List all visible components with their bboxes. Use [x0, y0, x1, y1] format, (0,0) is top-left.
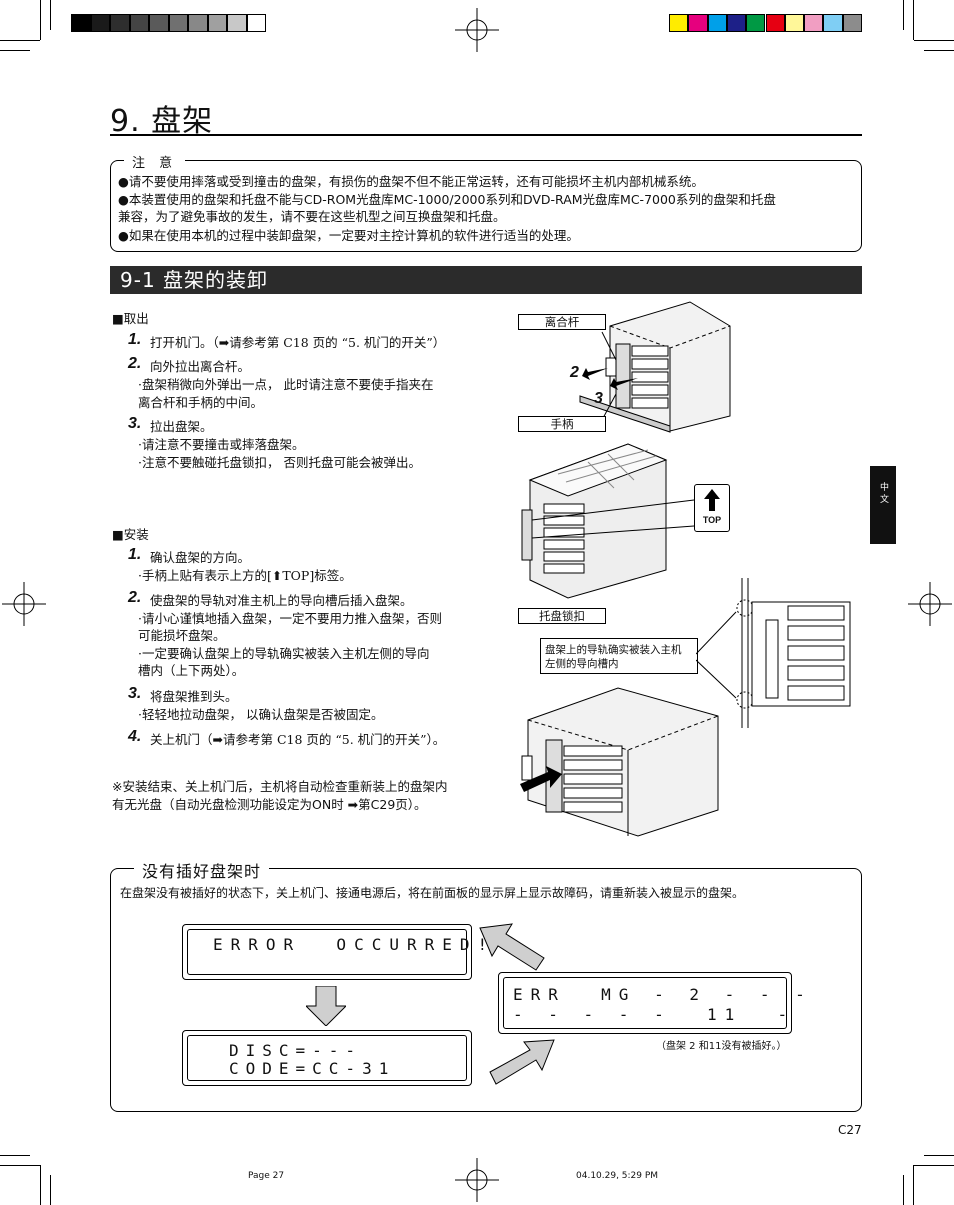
caution-box [110, 160, 862, 252]
page-number: C27 [838, 1123, 862, 1137]
color-swatch [110, 14, 130, 32]
color-swatch [765, 14, 785, 32]
color-swatch [227, 14, 247, 32]
install-heading: ■安装 [112, 527, 149, 542]
lcd-disc-code: DISC=--- CODE=CC-31 [182, 1030, 472, 1086]
step-number: 3. [128, 685, 142, 702]
color-swatch [842, 14, 862, 32]
callout-leader-lines [696, 611, 737, 699]
caution-item: 兼容，为了避免事故的发生，请不要在这些机型之间互换盘架和托盘。 [118, 209, 506, 224]
title-rule [110, 134, 862, 136]
arrow-up-left-icon [479, 923, 545, 971]
step-note: ·请小心谨慎地插入盘架，一定不要用力推入盘架，否则 [138, 611, 442, 626]
step-text: 使盘架的导轨对准主机上的导向槽后插入盘架。 [150, 593, 413, 608]
registration-target-right [908, 582, 952, 626]
color-swatch [784, 14, 805, 32]
step-number: 3. [128, 415, 142, 432]
guide-note-callout: 盘架上的导轨确实被装入主机 左侧的导向槽内 [540, 638, 698, 674]
lcd-caption: （盘架 2 和11没有被插好。） [656, 1041, 787, 1052]
step-note: 离合杆和手柄的中间。 [138, 395, 264, 410]
callout-number: 3 [594, 390, 603, 407]
not-inserted-description: 在盘架没有被插好的状态下，关上机门、接通电源后，将在前面板的显示屏上显示故障码，… [120, 886, 745, 900]
remove-heading: ■取出 [112, 311, 149, 326]
step-number: 1. [128, 546, 142, 563]
language-tab: 中 文 [870, 466, 896, 544]
color-swatch [149, 14, 169, 32]
step-note: 可能损坏盘架。 [138, 628, 226, 643]
color-swatch [188, 14, 208, 32]
arrow-up-right-icon [489, 1039, 555, 1085]
install-footnote: ※安装结束、关上机门后，主机将自动检查重新装上的盘架内 [112, 779, 448, 794]
step-note: ·手柄上贴有表示上方的[⬆TOP]标签。 [138, 568, 352, 583]
step-text: 关上机门（➡请参考第 C18 页的 “5. 机门的开关”）。 [150, 732, 446, 747]
guide-note-line: 左侧的导向槽内 [545, 658, 619, 670]
not-inserted-label: 没有插好盘架时 [134, 858, 270, 882]
registration-target-top [455, 8, 499, 52]
step-note: ·轻轻地拉动盘架， 以确认盘架是否被固定。 [138, 707, 384, 722]
color-swatch [804, 14, 824, 32]
step-number: 2. [128, 589, 142, 606]
lcd-text: DISC=--- [229, 1041, 363, 1060]
magazine-removal-illustration [579, 301, 731, 433]
magazine-insert-illustration [520, 687, 719, 837]
color-swatch [746, 14, 766, 32]
color-swatch [669, 14, 689, 32]
top-label-text: TOP [702, 515, 722, 525]
guide-rail-detail [736, 578, 851, 728]
lcd-text: CODE=CC-31 [229, 1059, 396, 1078]
handle-label: 手柄 [518, 416, 606, 432]
step-note: ·注意不要触碰托盘锁扣， 否则托盘可能会被弹出。 [138, 455, 421, 470]
lcd-text: ERR MG - 2 - - - [513, 985, 813, 1004]
registration-target-left [2, 582, 46, 626]
step-text: 向外拉出离合杆。 [150, 359, 251, 374]
section-title: 9-1 盘架的装卸 [120, 268, 269, 292]
step-number: 4. [128, 728, 142, 745]
callout-number: 2 [570, 364, 579, 381]
color-swatch [823, 14, 843, 32]
step-text: 将盘架推到头。 [150, 689, 238, 704]
lcd-text: - - - - - 11 - [513, 1005, 796, 1024]
color-swatch [688, 14, 708, 32]
caution-item: ●请不要使用摔落或受到撞击的盘架，有损伤的盘架不但不能正常运转，还有可能损坏主机… [118, 174, 704, 189]
arrow-down-icon [306, 986, 346, 1026]
step-number: 1. [128, 331, 142, 348]
section-header: 9-1 盘架的装卸 [110, 266, 862, 294]
step-note: ·请注意不要撞击或摔落盘架。 [138, 437, 305, 452]
lcd-text: ERROR OCCURRED! [213, 935, 496, 954]
language-tab-label: 中 文 [878, 482, 888, 503]
caution-item: ●本装置使用的盘架和托盘不能与CD-ROM光盘库MC-1000/2000系列和D… [118, 192, 776, 207]
tray-lock-label: 托盘锁扣 [518, 608, 606, 624]
lever-label: 离合杆 [518, 314, 606, 330]
footer-left: Page 27 [248, 1171, 285, 1181]
step-note: ·盘架稍微向外弹出一点， 此时请注意不要使手指夹在 [138, 377, 434, 392]
step-note: 槽内（上下两处）。 [138, 663, 245, 678]
color-swatch [90, 14, 110, 32]
registration-target-bottom [455, 1158, 499, 1202]
footer-right: 04.10.29, 5:29 PM [576, 1171, 659, 1181]
magazine-top-illustration [521, 443, 695, 599]
arrow-up-icon [704, 489, 720, 511]
color-swatch [726, 14, 747, 32]
lcd-error-occurred: ERROR OCCURRED! [182, 924, 487, 980]
step-number: 2. [128, 355, 142, 372]
lcd-err-mg: ERR MG - 2 - - - - - - - - 11 - [498, 972, 805, 1034]
caution-label: 注 意 [124, 152, 186, 171]
color-swatch [168, 14, 188, 32]
color-swatch [246, 14, 266, 32]
color-swatch [207, 14, 227, 32]
step-note: ·一定要确认盘架上的导轨确实被装入主机左侧的导向 [138, 646, 430, 661]
caution-item: ●如果在使用本机的过程中装卸盘架，一定要对主控计算机的软件进行适当的处理。 [118, 228, 579, 243]
install-footnote: 有无光盘（自动光盘检测功能设定为ON时 ➡第C29页）。 [112, 797, 427, 812]
step-text: 打开机门。（➡请参考第 C18 页的 “5. 机门的开关”） [150, 335, 446, 350]
not-inserted-box [110, 868, 862, 1112]
top-label-box: TOP [694, 484, 730, 532]
guide-note-line: 盘架上的导轨确实被装入主机 [545, 644, 682, 656]
step-text: 确认盘架的方向。 [150, 550, 251, 565]
color-swatch [707, 14, 727, 32]
page-title: 9. 盘架 [110, 104, 214, 139]
step-text: 拉出盘架。 [150, 419, 213, 434]
color-swatch [71, 14, 91, 32]
color-swatch [129, 14, 149, 32]
